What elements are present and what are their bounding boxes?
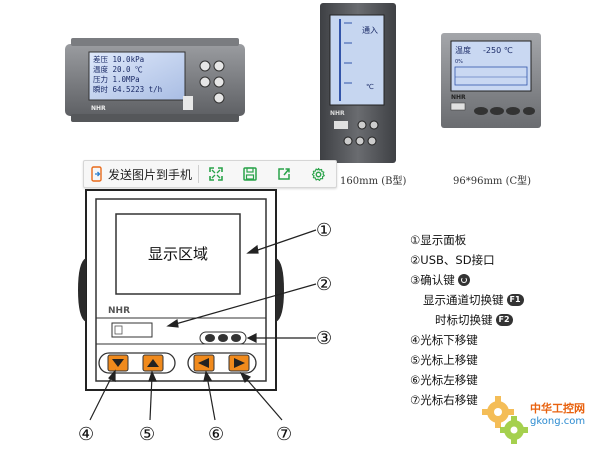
leader-arrow-6 bbox=[203, 370, 212, 382]
right-clamp bbox=[276, 258, 284, 322]
brand-logo-a: NHR bbox=[91, 105, 106, 112]
expand-button[interactable] bbox=[199, 162, 233, 186]
share-button[interactable] bbox=[267, 162, 301, 186]
confirm-key-icon bbox=[457, 274, 470, 286]
product-caption-c: 96*96mm (C型) bbox=[453, 176, 532, 187]
callout-5: ⑤ bbox=[139, 424, 155, 445]
display-area-label: 显示区域 bbox=[148, 245, 208, 263]
save-icon bbox=[243, 167, 257, 181]
callout-3: ③ bbox=[316, 328, 332, 349]
leader-line-4 bbox=[89, 373, 114, 421]
share-icon bbox=[278, 168, 290, 180]
left-arrow-icon bbox=[198, 358, 209, 368]
leader-arrow-7 bbox=[239, 371, 252, 384]
expand-icon bbox=[209, 167, 223, 181]
confirm-key[interactable] bbox=[205, 334, 215, 342]
down-arrow-icon bbox=[112, 359, 124, 367]
legend-item-cursor-down: ④光标下移键 bbox=[410, 333, 478, 347]
callout-1: ① bbox=[316, 220, 332, 241]
lcd-reading-2: 温度 20.0 ℃ bbox=[93, 64, 143, 74]
lcd-value-c: -250 ℃ bbox=[483, 46, 513, 55]
watermark: 中华工控网 gkong.com bbox=[478, 392, 609, 449]
image-toolbar: 发送图片到手机 bbox=[83, 160, 337, 188]
lcd-reading-3: 压力 1.0MPa bbox=[93, 74, 140, 84]
legend-item-cursor-right: ⑦光标右移键 bbox=[410, 393, 478, 407]
leader-arrow-1 bbox=[246, 244, 259, 254]
f1-key[interactable] bbox=[218, 334, 228, 342]
legend-item-confirm: ③确认键 bbox=[410, 270, 524, 290]
callout-2: ② bbox=[316, 274, 332, 295]
save-button[interactable] bbox=[233, 162, 267, 186]
legend-item-usb-sd: ②USB、SD接口 bbox=[410, 253, 495, 267]
up-arrow-icon bbox=[147, 359, 159, 367]
product-photo-b: 通入 ℃ NHR bbox=[320, 3, 396, 163]
right-arrow-icon bbox=[234, 358, 245, 368]
watermark-title: 中华工控网 bbox=[530, 402, 585, 415]
f2-key-badge: F2 bbox=[495, 314, 513, 326]
leader-line-7 bbox=[243, 375, 283, 421]
gear-icon bbox=[311, 167, 325, 181]
leader-arrow-2 bbox=[166, 318, 179, 328]
legend-item-display-panel: ①显示面板 bbox=[410, 233, 467, 247]
leader-line-6 bbox=[206, 375, 216, 421]
brand-logo-c: NHR bbox=[451, 94, 466, 101]
display-area bbox=[115, 213, 241, 295]
legend-item-cursor-up: ⑤光标上移键 bbox=[410, 353, 478, 367]
leader-line-1 bbox=[251, 229, 317, 253]
front-panel-diagram: 显示区域 NHR ① ② ③ ④ ⑤ bbox=[78, 189, 332, 445]
lcd-label-b: 通入 bbox=[362, 25, 378, 35]
send-to-phone-label: 发送图片到手机 bbox=[108, 167, 193, 182]
usb-sd-slot-inner bbox=[114, 325, 123, 335]
gear-logo-icon bbox=[482, 396, 528, 444]
product-photo-a: 差压 10.0kPa 温度 20.0 ℃ 压力 1.0MPa 瞬时 64.522… bbox=[65, 38, 245, 122]
lcd-reading-1: 差压 10.0kPa bbox=[93, 54, 144, 64]
lcd-scale-c: 0% bbox=[455, 59, 463, 65]
leader-arrow-5 bbox=[148, 370, 157, 382]
settings-button[interactable] bbox=[301, 162, 336, 186]
phone-send-icon bbox=[91, 166, 102, 182]
legend-item-cursor-left: ⑥光标左移键 bbox=[410, 373, 478, 387]
brand-logo-b: NHR bbox=[330, 110, 345, 117]
leader-arrow-4 bbox=[108, 369, 116, 382]
callout-7: ⑦ bbox=[276, 424, 292, 445]
product-photo-c: 温度 -250 ℃ 0% NHR bbox=[441, 33, 541, 128]
lcd-reading-4: 瞬时 64.5223 t/h bbox=[93, 84, 162, 94]
f1-key-badge: F1 bbox=[506, 294, 524, 306]
product-caption-b: 160mm (B型) bbox=[340, 176, 407, 187]
panel-brand-logo: NHR bbox=[108, 306, 130, 316]
f2-key[interactable] bbox=[231, 334, 241, 342]
callout-6: ⑥ bbox=[208, 424, 224, 445]
lcd-unit-b: ℃ bbox=[366, 83, 374, 91]
leader-arrow-3 bbox=[246, 333, 257, 343]
toolbar-divider bbox=[198, 165, 200, 183]
callout-4: ④ bbox=[78, 424, 94, 445]
watermark-url: gkong.com bbox=[530, 416, 586, 427]
leader-line-2 bbox=[171, 283, 317, 326]
leader-line-5 bbox=[149, 375, 153, 421]
send-to-phone-button[interactable]: 发送图片到手机 bbox=[84, 162, 198, 186]
lcd-label-c: 温度 bbox=[455, 45, 471, 55]
left-clamp bbox=[78, 258, 86, 322]
